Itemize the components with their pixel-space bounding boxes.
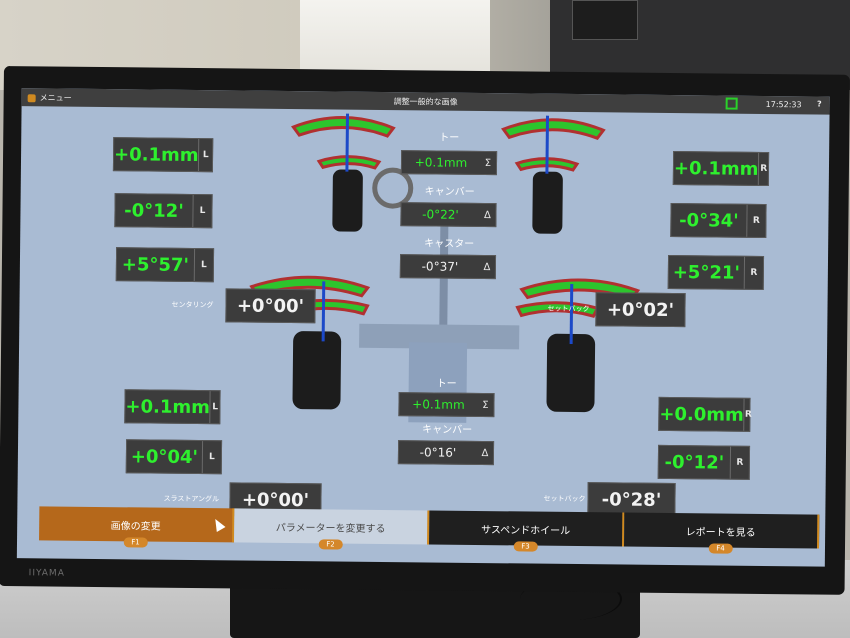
front-right-arrow [545, 115, 550, 174]
f2-label: パラメーターを変更する [275, 522, 386, 535]
front-toe-total-value: +0.1mm [414, 155, 468, 170]
front-caster-left-value: +5°57' [121, 253, 190, 276]
monitor-bezel: IIYAMA メニュー 調整一般的な画像 17:52:33 ? [0, 66, 850, 595]
f1-change-image-button[interactable]: 画像の変更 F1 [39, 506, 235, 548]
side-marker-right: R [743, 398, 752, 431]
sum-symbol: Σ [484, 157, 492, 169]
rear-toe-left-readout: +0.1mm L [124, 389, 221, 425]
centering-label: センタリング [171, 300, 214, 310]
rear-left-wheel [292, 331, 342, 410]
alignment-screen: メニュー 調整一般的な画像 17:52:33 ? [16, 88, 830, 567]
rear-camber-right-value: -0°12' [664, 451, 725, 474]
rear-toe-total-box: +0.1mm Σ [398, 392, 495, 418]
f3-label: サスペンドホイール [481, 524, 571, 537]
front-caster-label: キャスター [424, 238, 475, 250]
wall-device [572, 0, 638, 40]
front-left-wheel [332, 169, 363, 232]
side-marker-left: L [198, 139, 213, 172]
front-caster-right-readout: +5°21' R [667, 254, 765, 290]
thrust-angle-label: スラストアングル [163, 494, 220, 504]
rear-axle-housing [359, 323, 520, 350]
front-camber-center-box: -0°22' Δ [400, 202, 497, 228]
front-toe-right-readout: +0.1mm R [672, 151, 770, 187]
rear-toe-right-readout: +0.0mm R [658, 396, 752, 432]
front-caster-center-value: -0°37' [421, 259, 459, 274]
f1-label: 画像の変更 [110, 520, 161, 533]
f4-key: F4 [708, 543, 733, 554]
front-right-wheel [532, 171, 563, 234]
rear-camber-left-readout: +0°04' L [125, 439, 223, 475]
side-marker-left: L [209, 391, 220, 424]
front-toe-right-value: +0.1mm [673, 157, 759, 180]
side-marker-right: R [758, 152, 769, 186]
monitor-brand: IIYAMA [28, 568, 65, 579]
rear-camber-center-value: -0°16' [419, 445, 457, 460]
rear-camber-label: キャンバー [422, 424, 473, 436]
front-camber-left-value: -0°12' [124, 199, 184, 222]
delta-symbol: Δ [483, 209, 491, 221]
front-toe-label: トー [439, 132, 460, 144]
f2-change-parameters-button[interactable]: パラメーターを変更する F2 [234, 508, 430, 550]
background-window [300, 0, 490, 80]
rear-toe-label: トー [436, 378, 457, 390]
front-left-arrow [345, 113, 350, 172]
rear-right-wheel [546, 333, 596, 413]
front-left-toe-gauge [316, 155, 382, 170]
rear-camber-left-value: +0°04' [130, 445, 199, 468]
front-camber-right-readout: -0°34' R [670, 202, 767, 238]
rear-right-arrow [569, 283, 574, 344]
side-marker-right: R [746, 204, 766, 237]
front-setback-readout: +0°02' [595, 292, 686, 328]
centering-readout: +0°00' [225, 288, 316, 324]
centering-value: +0°00' [236, 294, 305, 317]
front-toe-left-readout: +0.1mm L [112, 137, 214, 173]
front-caster-left-readout: +5°57' L [115, 247, 215, 283]
front-toe-left-value: +0.1mm [113, 143, 199, 166]
f3-key: F3 [513, 541, 538, 552]
f1-key: F1 [123, 537, 148, 548]
rear-left-arrow [321, 281, 326, 342]
rear-toe-total-value: +0.1mm [412, 397, 465, 412]
side-marker-right: R [743, 256, 764, 289]
rear-camber-center-box: -0°16' Δ [397, 440, 495, 466]
steering-wheel-icon [372, 167, 414, 209]
rear-setback-label: セットバック [543, 494, 586, 504]
side-marker-left: L [201, 441, 222, 474]
thrust-angle-value: +0°00' [241, 489, 310, 511]
rear-toe-left-value: +0.1mm [125, 395, 211, 418]
delta-symbol: Δ [483, 261, 491, 273]
f3-suspend-wheel-button[interactable]: サスペンドホイール F3 [429, 510, 625, 552]
side-marker-right: R [729, 446, 750, 479]
front-camber-right-value: -0°34' [679, 209, 739, 232]
rear-camber-right-readout: -0°12' R [657, 444, 751, 480]
delta-symbol: Δ [481, 447, 489, 459]
side-marker-left: L [193, 249, 214, 282]
side-marker-left: L [192, 194, 212, 228]
rear-toe-right-value: +0.0mm [659, 403, 744, 426]
front-right-caster-gauge [500, 118, 606, 141]
front-caster-center-box: -0°37' Δ [399, 254, 497, 280]
front-camber-center-value: -0°22' [422, 207, 459, 222]
front-setback-label: セットバック [547, 304, 590, 314]
f4-view-report-button[interactable]: レポートを見る F4 [624, 512, 820, 554]
front-camber-left-readout: -0°12' L [114, 193, 213, 229]
rear-setback-value: -0°28' [601, 488, 662, 511]
f4-label: レポートを見る [685, 526, 756, 539]
front-left-caster-gauge [291, 116, 396, 138]
front-setback-value: +0°02' [606, 298, 675, 321]
sum-symbol: Σ [482, 399, 489, 411]
f2-key: F2 [318, 539, 343, 550]
front-camber-label: キャンバー [424, 186, 475, 198]
front-toe-total-box: +0.1mm Σ [400, 150, 498, 176]
front-caster-right-value: +5°21' [672, 261, 741, 284]
